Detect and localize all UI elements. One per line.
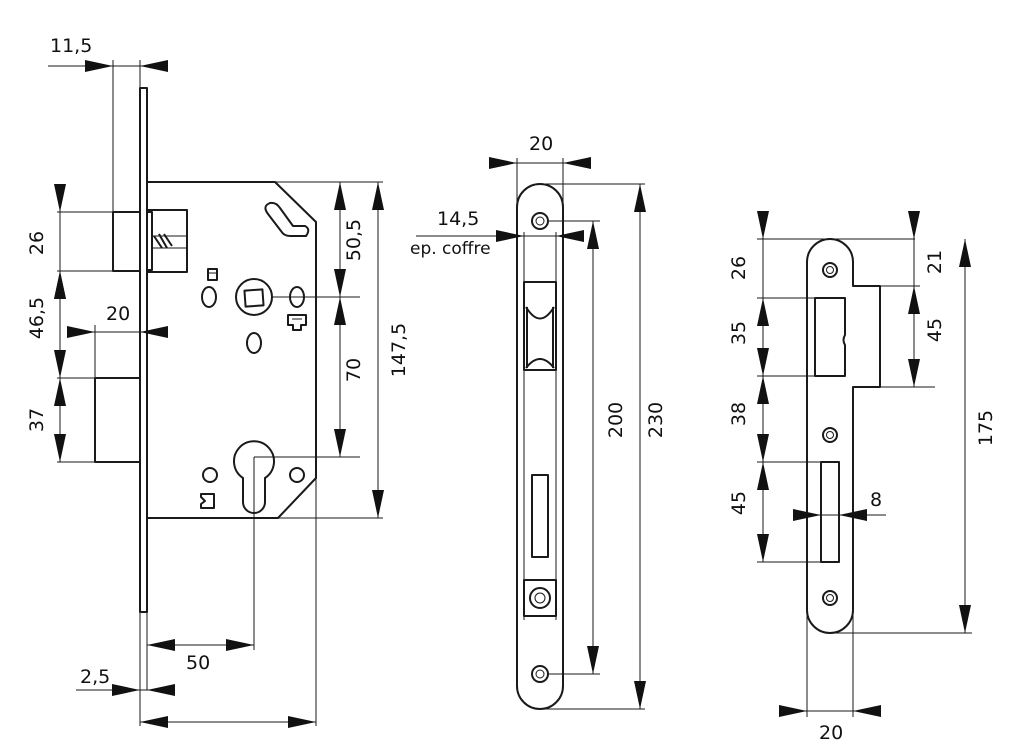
lock-body-view: 11,5 26 46,5 37 20 5 <box>26 35 410 728</box>
euro-cylinder-hole <box>233 440 275 514</box>
dim-case-thickness: 14,5 <box>437 208 479 230</box>
latch-window <box>523 281 557 371</box>
strike-bolt-opening <box>820 461 840 563</box>
lock-faceplate <box>139 87 148 613</box>
dim-faceplate-length: 230 <box>645 402 667 438</box>
dim-strike-bolt-opening-width: 8 <box>870 489 882 511</box>
dim-strike-length: 175 <box>975 410 997 446</box>
dim-latch-height: 26 <box>26 231 48 255</box>
dim-spindle-to-cylinder: 70 <box>343 358 365 382</box>
lever-slot <box>264 201 310 237</box>
top-screw-icon <box>531 212 549 230</box>
dim-screw-spacing: 200 <box>605 402 627 438</box>
dim-backset: 50 <box>186 652 210 674</box>
dead-bolt <box>94 377 141 463</box>
dim-bolt-height: 37 <box>26 408 48 432</box>
strike-latch-opening <box>814 297 846 377</box>
dim-case-height: 147,5 <box>388 323 410 377</box>
dim-strike-lip-height: 45 <box>924 318 946 342</box>
dim-latch-to-bolt: 46,5 <box>26 297 48 339</box>
dim-faceplate-offset: 11,5 <box>50 35 92 57</box>
strike-screw-bottom-icon <box>822 590 838 606</box>
strike-screw-middle-icon <box>822 427 838 443</box>
spindle-hub <box>235 278 273 316</box>
latch-spring-icon <box>153 233 173 249</box>
dim-strike-latch-opening: 35 <box>728 321 750 345</box>
latch-bolt-outer <box>112 211 141 272</box>
dim-faceplate-width: 20 <box>529 133 553 155</box>
dim-strike-top-to-lip: 21 <box>924 250 946 274</box>
lock-case <box>147 181 317 519</box>
dim-case-thickness-note: ep. coffre <box>410 239 491 259</box>
bottom-screw-icon <box>531 665 549 683</box>
strike-plate-view: 26 35 38 45 21 45 175 8 20 <box>728 211 997 744</box>
dim-strike-opening-gap: 38 <box>728 402 750 426</box>
dim-strike-bolt-opening: 45 <box>728 491 750 515</box>
bolt-window <box>531 474 549 558</box>
spindle-square <box>243 288 265 308</box>
faceplate-view: 20 14,5 ep. coffre 200 230 <box>410 133 667 710</box>
dim-strike-top-to-latch: 26 <box>728 256 750 280</box>
dim-bolt-projection: 20 <box>106 303 130 325</box>
faceplate-outline <box>516 183 564 710</box>
dim-top-to-spindle: 50,5 <box>343 219 365 261</box>
strike-screw-top-icon <box>822 262 838 278</box>
dim-strike-width: 20 <box>819 722 843 744</box>
dim-faceplate-thickness: 2,5 <box>80 666 110 688</box>
